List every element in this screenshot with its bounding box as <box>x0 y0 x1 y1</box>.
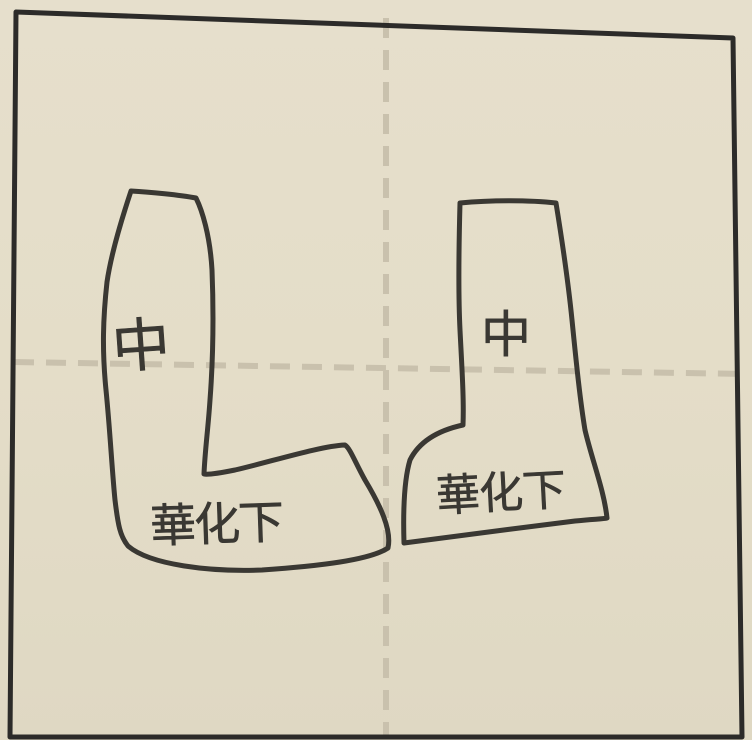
left-top-label: 中 <box>110 310 173 382</box>
horizontal-fold-line <box>13 359 746 377</box>
right-top-label: 中 <box>481 306 531 364</box>
left-l-shape-outline <box>100 188 392 573</box>
right-l-shape-outline <box>401 198 610 546</box>
square-frame <box>7 9 745 740</box>
left-bottom-label: 華化下 <box>149 495 283 554</box>
right-bottom-label: 華化下 <box>435 465 566 523</box>
